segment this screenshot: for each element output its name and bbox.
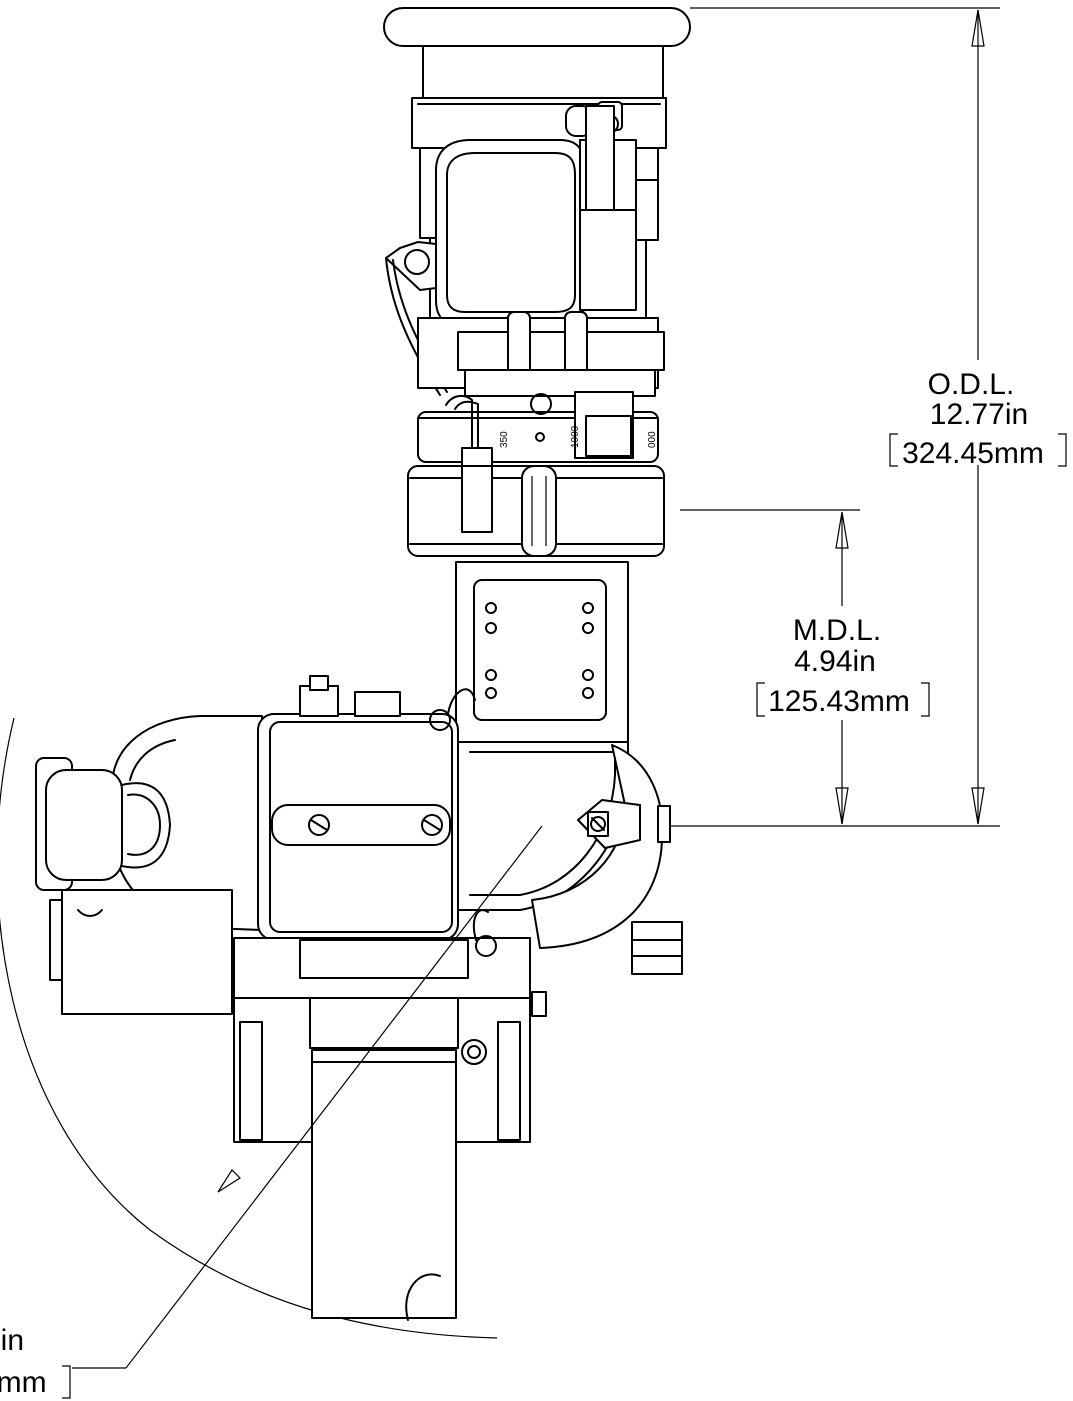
top-coupling (383, 7, 691, 149)
svg-text:350: 350 (499, 431, 510, 448)
odl-label: O.D.L. 12.77in 324.45mm (889, 368, 1067, 470)
radius-mm: 3mm (0, 1366, 47, 1399)
mdl-dimension (680, 509, 860, 825)
mdl-label: M.D.L. 4.94in 125.43mm (756, 614, 930, 718)
vertical-pipe (455, 561, 629, 743)
radius-label: 3in 3mm (0, 1324, 71, 1399)
radius-inches: 3in (0, 1324, 24, 1357)
odl-dimension (670, 7, 1000, 827)
odl-inches: 12.77in (930, 398, 1028, 431)
odl-title: O.D.L. (928, 368, 1015, 401)
svg-text:1000: 1000 (570, 425, 581, 448)
svg-text:000: 000 (647, 431, 658, 448)
lower-coupling (407, 465, 665, 557)
mdl-mm: 125.43mm (768, 685, 910, 718)
odl-mm: 324.45mm (902, 437, 1044, 470)
mdl-title: M.D.L. (793, 614, 881, 647)
mdl-inches: 4.94in (794, 645, 876, 678)
swing-radius-arc (0, 717, 498, 1339)
gear-housing (233, 937, 547, 1321)
elbow (457, 741, 683, 975)
radius-leader (72, 825, 543, 1369)
actuator-block (35, 675, 459, 1015)
lanyard-rings (429, 688, 497, 957)
